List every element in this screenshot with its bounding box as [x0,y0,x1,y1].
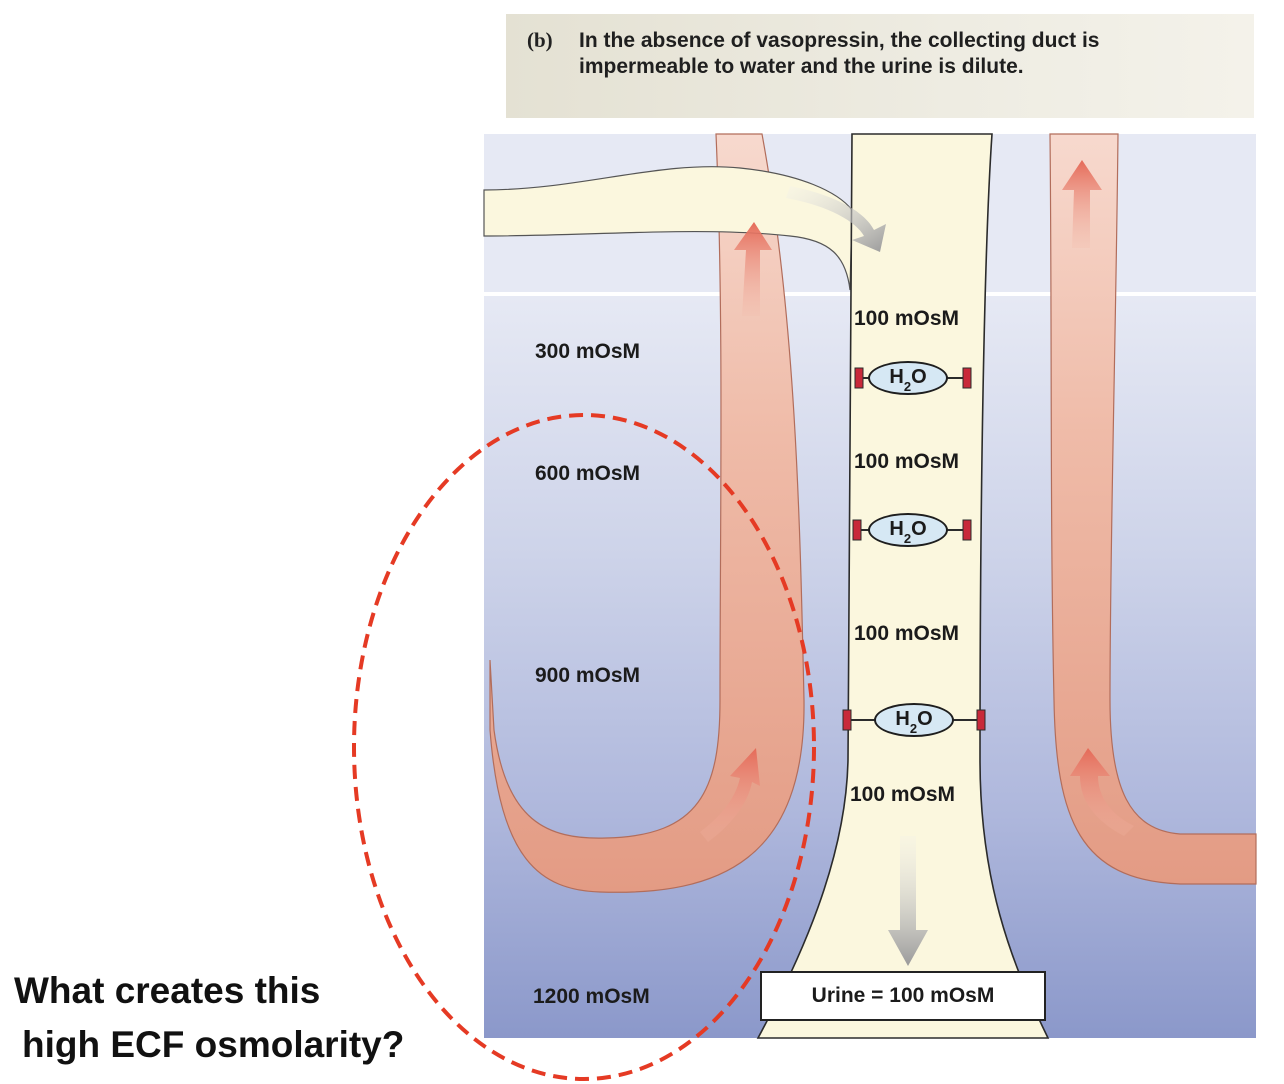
h2o-channel-1: H2O [868,361,948,395]
ecf-label-300: 300 mOsM [535,340,640,364]
h2o-label: H2O [889,366,926,391]
h2o-channel-2: H2O [868,513,948,547]
question-line-2: high ECF osmolarity? [22,1024,404,1066]
h2o-channel-3: H2O [874,703,954,737]
duct-label-2: 100 mOsM [854,450,959,474]
question-line-1: What creates this [14,970,320,1012]
ecf-label-900: 900 mOsM [535,664,640,688]
duct-label-4: 100 mOsM [850,783,955,807]
ecf-label-1200: 1200 mOsM [533,985,650,1009]
duct-label-3: 100 mOsM [854,622,959,646]
ecf-label-600: 600 mOsM [535,462,640,486]
h2o-label: H2O [895,708,932,733]
duct-label-1: 100 mOsM [854,307,959,331]
urine-label: Urine = 100 mOsM [812,984,995,1008]
h2o-label: H2O [889,518,926,543]
urine-label-box: Urine = 100 mOsM [760,971,1046,1021]
